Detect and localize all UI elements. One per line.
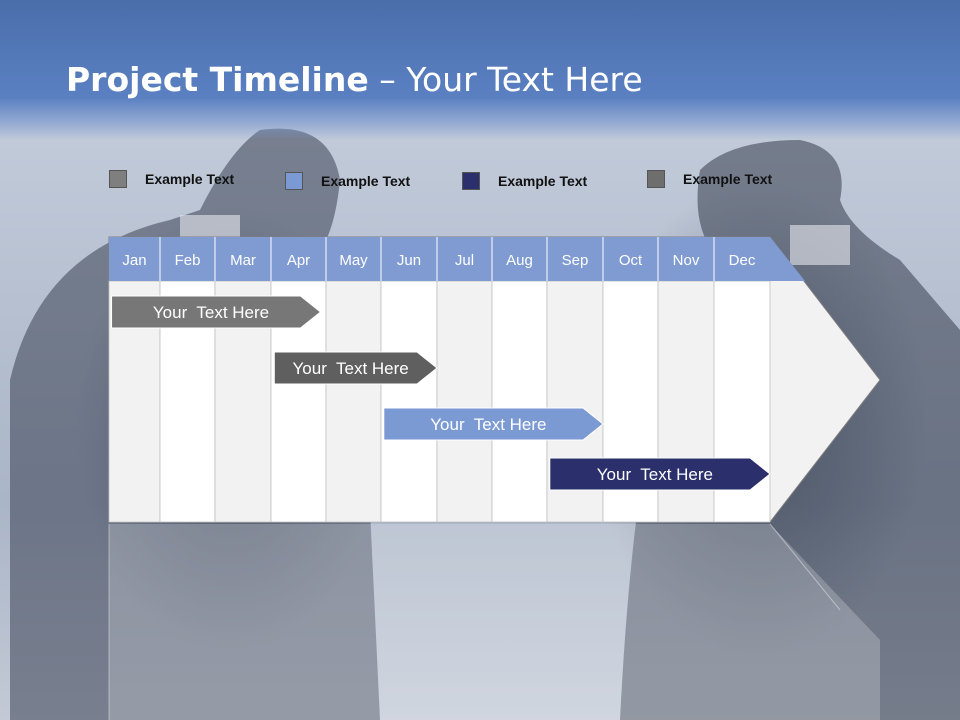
legend-item: Example Text (109, 170, 234, 188)
task-bar: Your Text Here (549, 457, 771, 491)
task-arrow (273, 351, 438, 385)
task-bar: Your Text Here (273, 351, 438, 385)
month-label: Nov (673, 252, 700, 269)
legend-swatch (109, 170, 127, 188)
task-bar: Your Text Here (111, 295, 322, 329)
task-label: Your Text Here (153, 303, 269, 322)
task-arrow (111, 295, 322, 329)
task-bar: Your Text Here (383, 407, 604, 441)
legend-item: Example Text (462, 172, 587, 190)
legend-swatch (285, 172, 303, 190)
month-label: Jun (397, 252, 421, 269)
month-header-bar (109, 237, 805, 281)
month-label: Dec (729, 252, 756, 269)
legend-label: Example Text (321, 173, 411, 189)
legend-label: Example Text (683, 171, 773, 187)
legend-item: Example Text (285, 172, 410, 190)
legend: Example Text Example Text Example Text E… (0, 170, 960, 194)
month-column (436, 280, 493, 523)
title-bold: Project Timeline (66, 60, 369, 99)
month-label: Oct (619, 252, 643, 269)
page-title: Project Timeline – Your Text Here (66, 60, 643, 99)
month-label: Mar (230, 252, 256, 269)
task-label: Your Text Here (597, 465, 713, 484)
legend-swatch (462, 172, 480, 190)
legend-item: Example Text (647, 170, 772, 188)
month-labels: Jan Feb Mar Apr May Jun Jul Aug Sep Oct Nov Dec (122, 252, 755, 269)
month-label: Jan (122, 252, 146, 269)
month-label: Jul (455, 252, 474, 269)
legend-swatch (647, 170, 665, 188)
task-arrow (383, 407, 604, 441)
title-rest: – Your Text Here (368, 60, 643, 99)
legend-label: Example Text (498, 173, 588, 189)
month-label: Feb (175, 252, 201, 269)
task-arrow (549, 457, 771, 491)
task-label: Your Text Here (293, 359, 409, 378)
month-label: May (339, 252, 368, 269)
month-dividers (159, 237, 715, 281)
timeline-reflection (109, 524, 880, 720)
month-column (325, 280, 382, 523)
month-label: Aug (506, 252, 533, 269)
month-column (380, 280, 438, 523)
task-label: Your Text Here (430, 415, 546, 434)
month-label: Sep (562, 252, 589, 269)
month-label: Apr (287, 252, 310, 269)
month-column (491, 280, 548, 523)
title-banner: Project Timeline – Your Text Here (0, 0, 960, 140)
legend-label: Example Text (145, 171, 235, 187)
